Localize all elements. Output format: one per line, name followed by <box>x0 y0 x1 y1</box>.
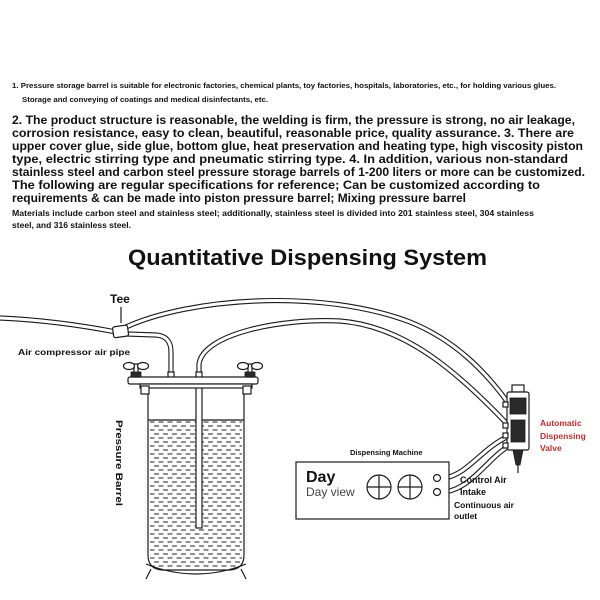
materials-line-2: steel, and 316 stainless steel. <box>12 221 131 230</box>
control-air-intake-label-line-1: Control Air <box>460 475 507 485</box>
valve-label-line-2: Dispensing <box>540 431 586 441</box>
features-line: stainless steel and carbon steel pressur… <box>12 167 585 179</box>
display-subtitle: Day view <box>306 485 355 499</box>
barrel-lid <box>127 376 259 385</box>
control-air-pipe <box>444 433 511 481</box>
materials-paragraph: Materials include carbon steel and stain… <box>12 209 535 230</box>
wing-nut-left <box>122 361 150 378</box>
continuous-air-pipe <box>444 443 511 495</box>
air-pipe-label: Air compressor air pipe <box>18 347 130 357</box>
valve-nozzle <box>512 449 524 466</box>
pressure-barrel-label: Pressure Barrel <box>113 420 124 506</box>
tee-fitting <box>112 307 130 339</box>
glue-pipe-to-valve <box>196 318 511 428</box>
intro-paragraph: 1. Pressure storage barrel is suitable f… <box>12 83 556 104</box>
continuous-air-outlet-label-line-1: Continuous air <box>454 500 515 510</box>
features-line: The following are regular specifications… <box>12 180 540 192</box>
control-air-port <box>432 473 442 483</box>
tee-label: Tee <box>110 292 130 306</box>
display-title: Day <box>306 469 335 486</box>
pressure-barrel <box>127 371 259 580</box>
materials-line-1: Materials include carbon steel and stain… <box>12 209 535 218</box>
gauge-left-icon <box>366 474 392 500</box>
dip-tube <box>195 371 203 529</box>
dispensing-machine-label: Dispensing Machine <box>350 448 423 457</box>
features-line: requirements & can be made into piston p… <box>12 193 466 205</box>
features-line: corrosion resistance, easy to clean, bea… <box>12 128 574 140</box>
dispensing-valve <box>502 384 530 473</box>
features-line: type, electric stirring type and pneumat… <box>12 154 568 166</box>
air-compressor-pipe <box>0 315 117 335</box>
wing-nut-right <box>236 361 264 378</box>
diagram-title: Quantitative Dispensing System <box>128 245 487 270</box>
valve-label-line-1: Automatic <box>540 418 582 428</box>
features-line: 2. The product structure is reasonable, … <box>12 115 575 127</box>
dispensing-machine <box>295 461 450 520</box>
intro-line-1: 1. Pressure storage barrel is suitable f… <box>12 83 556 90</box>
continuous-air-outlet-label-line-2: outlet <box>454 511 477 521</box>
continuous-air-port <box>432 487 442 497</box>
control-air-intake-label-line-2: Intake <box>460 487 486 497</box>
features-paragraph: 2. The product structure is reasonable, … <box>12 115 585 205</box>
gauge-right-icon <box>397 474 423 500</box>
air-pipe-to-valve <box>124 297 512 406</box>
intro-line-2: Storage and conveying of coatings and me… <box>22 97 268 104</box>
features-line: upper cover glue, side glue, bottom glue… <box>12 141 583 153</box>
air-pipe-to-barrel <box>126 331 174 380</box>
valve-label-line-3: Valve <box>540 443 562 453</box>
